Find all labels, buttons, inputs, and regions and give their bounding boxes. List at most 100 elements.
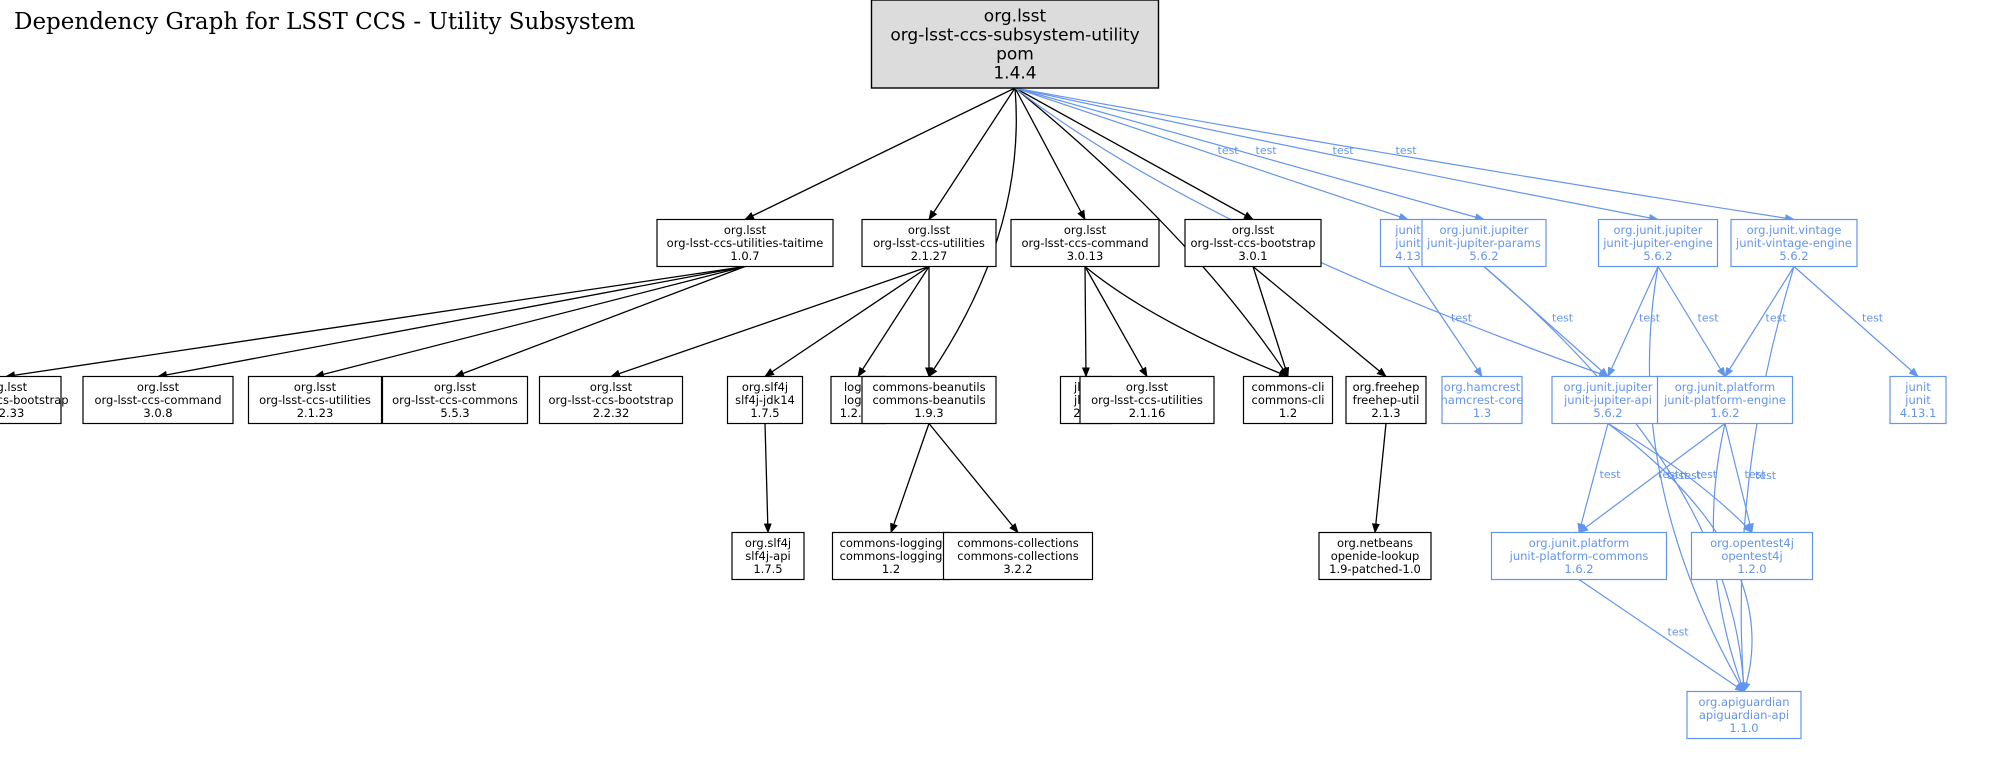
node-box [942, 531, 1094, 581]
node-line: commons-cli [1252, 393, 1325, 407]
dependency-node-openide[interactable]: org.netbeansopenide-lookup1.9-patched-1.… [1318, 531, 1432, 581]
node-box [1421, 218, 1547, 268]
node-box [0, 375, 62, 425]
dependency-node-platformcommons[interactable]: org.junit.platformjunit-platform-commons… [1490, 531, 1668, 581]
dependency-node-jupiterparams[interactable]: org.junit.jupiterjunit-jupiter-params5.6… [1421, 218, 1547, 268]
dependency-node-vintageengine[interactable]: org.junit.vintagejunit-vintage-engine5.6… [1730, 218, 1858, 268]
node-line: org.lsst [434, 380, 477, 394]
dependency-node-root[interactable]: org.lsstorg-lsst-ccs-subsystem-utilitypo… [870, 0, 1160, 89]
node-line: 5.6.2 [1643, 249, 1672, 263]
node-line: org.lsst [294, 380, 337, 394]
edge-jupiterapi-to-opentest4j [1607, 422, 1753, 534]
dependency-node-jupiterengine[interactable]: org.junit.jupiterjunit-jupiter-engine5.6… [1597, 218, 1719, 268]
node-box [1010, 218, 1160, 268]
node-line: 1.2 [882, 562, 900, 576]
node-line: org.lsst [984, 7, 1047, 27]
node-box [247, 375, 383, 425]
node-line: 3.2.2 [1003, 562, 1032, 576]
edge-beanutils-to-logging [890, 423, 930, 534]
node-line: junit [1394, 236, 1421, 250]
edge-label-jupiterparams-to-jupiterapi: test [1552, 312, 1574, 325]
edge-label-jupiterengine-to-platformengine: test [1698, 312, 1720, 325]
node-line: junit-jupiter-engine [1602, 236, 1713, 250]
node-line: openide-lookup [1331, 549, 1420, 563]
node-box [1490, 531, 1668, 581]
edge-command3013-to-jline [1081, 266, 1090, 378]
dependency-node-collections[interactable]: commons-collectionscommons-collections3.… [942, 531, 1094, 581]
edge-label-vintageengine-to-apiguardian: test [1755, 469, 1777, 482]
node-line: hamcrest-core [1441, 393, 1524, 407]
node-line: commons-collections [957, 549, 1078, 563]
node-line: 3.0.1 [1238, 249, 1267, 263]
node-line: freehep-util [1353, 393, 1420, 407]
node-box [1345, 375, 1427, 425]
node-line: 3.0.8 [143, 406, 172, 420]
edge-label-vintageengine-to-platformengine: test [1766, 312, 1788, 325]
node-line: org-lsst-ccs-command [94, 393, 221, 407]
node-line: org-lsst-ccs-bootstrap [1190, 236, 1315, 250]
node-box [1551, 375, 1665, 425]
node-line: 1.0.7 [730, 249, 759, 263]
node-box [1318, 531, 1432, 581]
node-line: junit-vintage-engine [1735, 236, 1852, 250]
node-line: junit-jupiter-params [1426, 236, 1541, 250]
edge-command3013-to-commonscli [1084, 265, 1289, 378]
node-line: org.junit.jupiter [1564, 380, 1653, 394]
node-box [538, 375, 684, 425]
node-line: 1.3 [1473, 406, 1491, 420]
node-line: org.hamcrest [1444, 380, 1521, 394]
node-line: 5.6.2 [1469, 249, 1498, 263]
node-line: org-lsst-ccs-utilities [1091, 393, 1203, 407]
edge-label-root-to-jupiterengine: test [1333, 144, 1355, 157]
edge-root-to-commonscli [1014, 87, 1289, 378]
edges-layer [5, 87, 1919, 693]
node-line: 5.6.2 [1779, 249, 1808, 263]
edge-vintageengine-to-junit4131 [1793, 266, 1919, 378]
node-line: org.lsst [1126, 380, 1169, 394]
edge-label-root-to-junit413: test [1218, 144, 1240, 157]
edge-label-jupiterengine-to-jupiterapi: test [1639, 312, 1661, 325]
node-line: org.junit.vintage [1747, 223, 1842, 237]
node-box [381, 375, 529, 425]
node-box [1686, 690, 1802, 740]
node-line: org-lsst-ccs-utilities [873, 236, 985, 250]
node-line: opentest4j [1721, 549, 1782, 563]
node-line: 1.9.3 [914, 406, 943, 420]
dependency-node-taitime[interactable]: org.lsstorg-lsst-ccs-utilities-taitime1.… [656, 218, 834, 268]
node-line: org.slf4j [745, 536, 791, 550]
node-line: org.lsst [137, 380, 180, 394]
node-line: apiguardian-api [1699, 708, 1789, 722]
edge-root-to-beanutils [928, 87, 1017, 378]
node-line: commons-logging [840, 536, 943, 550]
edge-vintageengine-to-apiguardian [1739, 266, 1795, 693]
node-line: org.junit.platform [1529, 536, 1630, 550]
edge-root-to-vintageengine [1014, 87, 1795, 223]
node-box [1242, 375, 1334, 425]
dependency-node-platformengine[interactable]: org.junit.platformjunit-platform-engine1… [1656, 375, 1794, 425]
node-box [1184, 218, 1322, 268]
edge-junit413-to-hamcrest [1407, 266, 1483, 378]
edge-freehep-to-openide [1371, 423, 1387, 534]
node-line: 1.1.0 [1729, 721, 1758, 735]
